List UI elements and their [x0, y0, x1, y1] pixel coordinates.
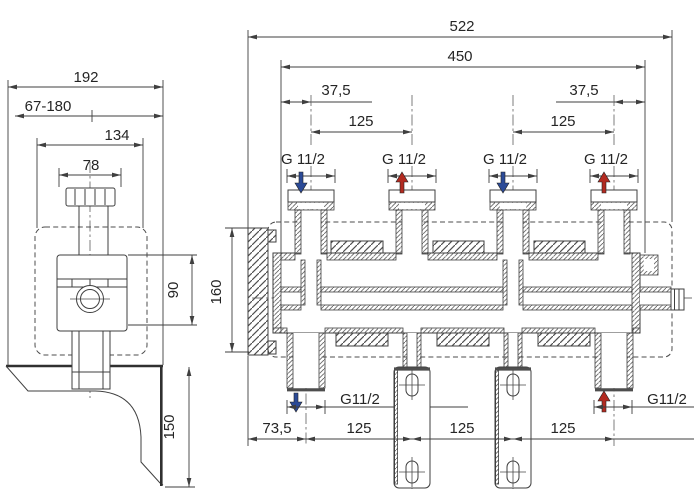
- dim-plate-height: 160: [208, 279, 225, 304]
- flow-down-arrow: [496, 171, 510, 194]
- internal-drop-tube-1: [300, 259, 322, 306]
- dim-pitch-top-right: 125: [550, 113, 575, 130]
- flow-down-arrow: [294, 171, 308, 194]
- dim-end-offset-right: 37,5: [569, 82, 598, 99]
- flow-up-arrow: [395, 171, 409, 194]
- side-extension-lines: [7, 80, 197, 488]
- right-side-stub: [639, 254, 685, 311]
- port-flange: [590, 189, 638, 203]
- side-insulation-outline: [34, 226, 148, 356]
- dim-nut-width: 78: [83, 157, 100, 174]
- port-flange: [489, 189, 537, 203]
- bottom-port-1: G11/2: [286, 332, 380, 413]
- union-nut: [65, 187, 116, 207]
- dim-pitch-top-left: 125: [348, 113, 373, 130]
- top-port-2: G 11/2: [382, 151, 436, 255]
- internal-drop-tube-2: [502, 259, 524, 306]
- dim-pitch-bottom-2: 125: [449, 420, 474, 437]
- dim-pitch-bottom-1: 125: [346, 420, 371, 437]
- manifold-body: [272, 252, 685, 334]
- stub-end-cap: [670, 288, 685, 311]
- top-port-4: G 11/2: [584, 151, 638, 255]
- side-dimensions: 192 67-180 134 78 90 150: [8, 69, 195, 487]
- bottom-insulation-blocks: [335, 332, 591, 347]
- body-left-wall: [272, 252, 282, 334]
- top-port-label: G 11/2: [281, 151, 325, 168]
- body-right-wall: [631, 252, 641, 334]
- bottom-union-side: [71, 330, 111, 390]
- flow-up-arrow: [597, 390, 611, 413]
- mounting-wall-plate: [247, 227, 277, 356]
- dim-end-offset-left: 37,5: [321, 82, 350, 99]
- dim-port-span: 450: [447, 48, 472, 65]
- top-port-label: G 11/2: [382, 151, 426, 168]
- dim-bottom-offset: 73,5: [262, 420, 291, 437]
- valve-body-side: [56, 187, 128, 390]
- port-flange: [388, 189, 436, 203]
- front-view: G 11/2 G 11/2 G 11/2: [208, 18, 694, 492]
- mounting-strap-1: [393, 332, 431, 489]
- top-insulation-blocks: [330, 240, 586, 254]
- dim-adjustment-range: 67-180: [25, 98, 72, 115]
- top-port-1: G 11/2: [281, 151, 335, 255]
- bottom-port-2: G11/2: [594, 332, 687, 413]
- flow-up-arrow: [597, 171, 611, 194]
- dim-body-height: 90: [165, 282, 182, 299]
- side-view: 192 67-180 134 78 90 150: [5, 69, 197, 488]
- top-port-3: G 11/2: [483, 151, 537, 255]
- front-dimensions: 522 450 37,5 37,5 125 125 160 73,5 125 1…: [208, 18, 672, 442]
- top-port-label: G 11/2: [584, 151, 628, 168]
- flow-down-arrow: [289, 392, 303, 413]
- dim-pitch-bottom-3: 125: [550, 420, 575, 437]
- dim-overall-width: 522: [449, 18, 474, 35]
- dim-overall-width-side: 192: [73, 69, 98, 86]
- bottom-port-label: G11/2: [340, 391, 380, 408]
- dim-bracket-height: 150: [161, 414, 178, 439]
- top-port-label: G 11/2: [483, 151, 527, 168]
- mounting-strap-2: [494, 332, 532, 489]
- port-flange: [287, 189, 335, 203]
- dim-body-width: 134: [104, 127, 129, 144]
- bottom-port-label: G11/2: [647, 391, 687, 408]
